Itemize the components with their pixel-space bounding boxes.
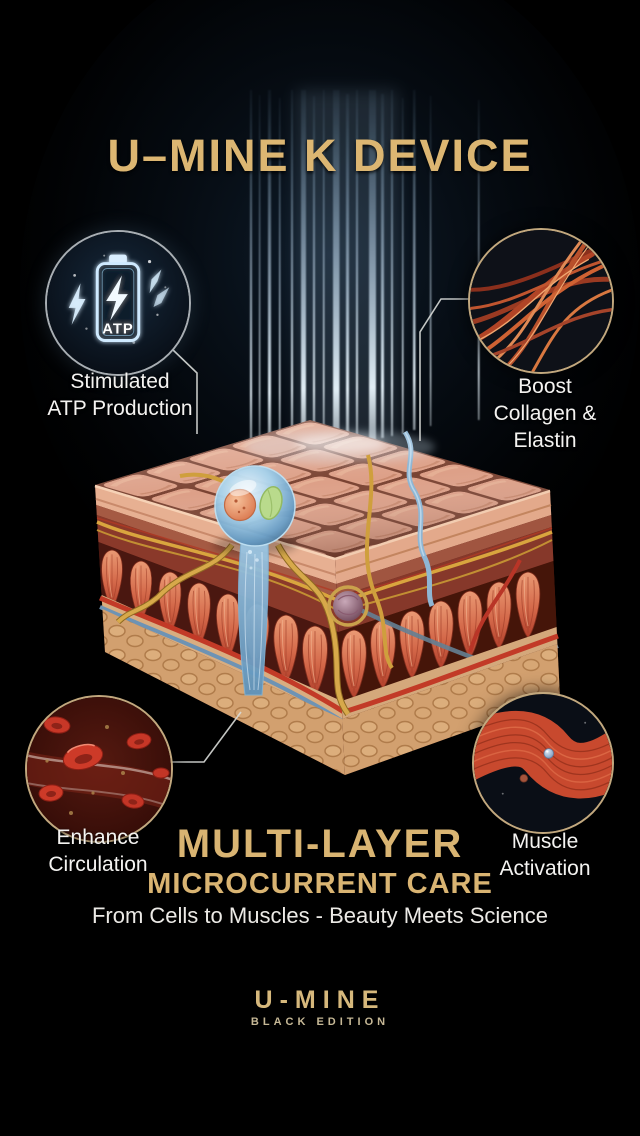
follicle-bulb <box>213 465 297 696</box>
fat-layer <box>342 644 560 775</box>
nerve-fiber <box>116 543 234 624</box>
lightning-bolt-icon <box>106 275 128 321</box>
platelets <box>45 725 125 815</box>
battery-atp-icon: ATP <box>47 232 189 374</box>
page-title: U–MINE K DEVICE <box>107 130 533 181</box>
epidermis-layer <box>335 490 552 584</box>
red-blood-cells <box>38 716 170 809</box>
nerve-fiber <box>364 454 394 670</box>
muscle-callout-circle <box>472 692 614 834</box>
dermal-junction-layer <box>96 505 337 597</box>
muscle-label-line2: Activation <box>499 857 591 880</box>
atp-battery-label: ATP <box>102 322 133 338</box>
muscle-fiber-icon <box>474 694 612 832</box>
collagen-label-line2: Collagen & <box>493 402 597 425</box>
headline-multi-layer: MULTI-LAYER <box>176 822 464 866</box>
epidermis-layer <box>95 485 337 584</box>
muscle-label: Muscle Activation <box>455 828 635 882</box>
nerve-fiber <box>276 543 350 716</box>
skin-block <box>94 420 560 775</box>
atp-callout-circle: ATP <box>45 230 191 376</box>
skin-left-face <box>94 484 346 775</box>
sparkles <box>73 254 167 344</box>
light-beams <box>250 90 480 452</box>
atp-label-line2: ATP Production <box>47 397 193 420</box>
atp-label: Stimulated ATP Production <box>0 368 240 422</box>
artery-vessel <box>468 559 522 653</box>
headline-microcurrent-care: MICROCURRENT CARE <box>147 868 493 900</box>
collagen-callout-circle <box>468 228 614 374</box>
vein-vessel <box>99 605 346 724</box>
dermis-layer <box>336 527 554 632</box>
collagen-label-line1: Boost <box>518 375 572 398</box>
collagen-label-line3: Elastin <box>513 429 577 452</box>
muscle-label-line1: Muscle <box>511 830 579 853</box>
artery-vessel <box>99 595 346 715</box>
crystal-shard-icon <box>149 269 162 294</box>
fat-layer <box>102 609 346 775</box>
tagline: From Cells to Muscles - Beauty Meets Sci… <box>91 903 549 928</box>
atp-label-line1: Stimulated <box>70 370 170 393</box>
microcurrent-pearl <box>543 748 554 759</box>
circulation-callout-circle <box>25 695 173 843</box>
microcurrent-pearl <box>519 774 529 783</box>
connector-circulation <box>161 711 242 763</box>
crystal-shard-icon <box>153 287 170 307</box>
circulation-label-line1: Enhance <box>56 826 140 849</box>
brand-logo: U-MINE <box>254 986 386 1014</box>
connector-collagen <box>419 298 488 441</box>
ganglion-cell <box>327 585 369 627</box>
epidermis-top-face <box>95 420 550 558</box>
red-blood-cells-icon <box>27 697 171 841</box>
circulation-label: Enhance Circulation <box>0 824 196 878</box>
lightning-bolt-icon <box>68 283 86 325</box>
callout-connectors <box>161 298 488 763</box>
circulation-label-line2: Circulation <box>48 853 148 876</box>
dermis-layer <box>96 515 339 632</box>
artery-vessel <box>343 633 559 715</box>
collagen-label: Boost Collagen & Elastin <box>445 373 640 454</box>
beam-impact-glow <box>245 430 435 464</box>
dermal-junction-layer <box>336 515 552 597</box>
brand-edition: BLACK EDITION <box>250 1016 390 1028</box>
collagen-fibers-icon <box>470 230 612 372</box>
connector-atp <box>171 348 198 434</box>
